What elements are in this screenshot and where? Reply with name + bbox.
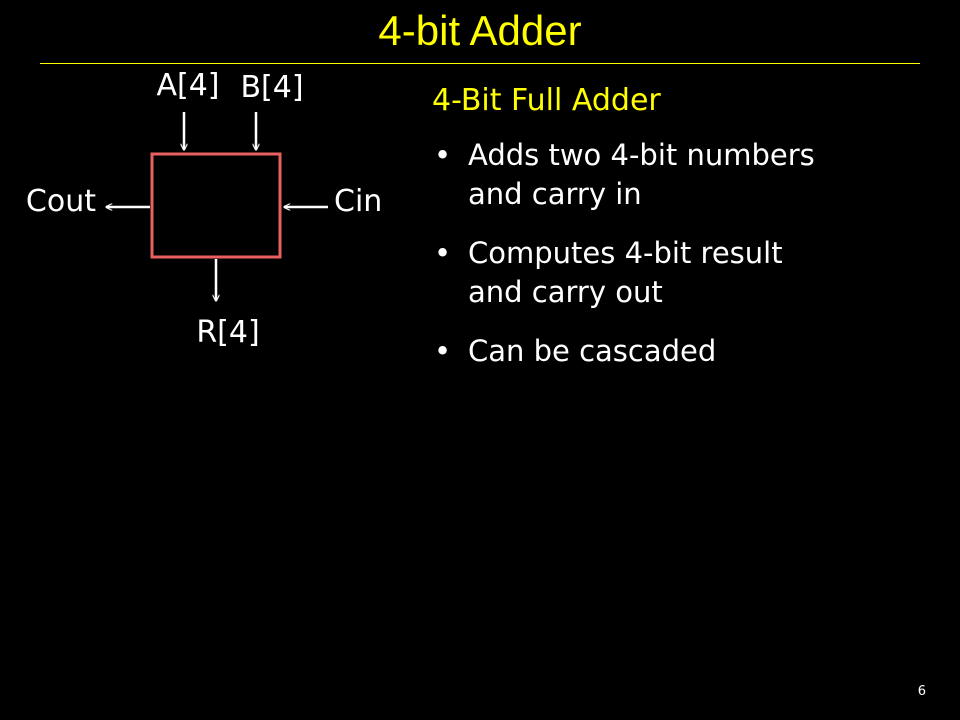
bullet-list: Adds two 4-bit numbers and carry in Comp… <box>432 136 932 371</box>
bullet-item: Computes 4-bit result and carry out <box>432 234 932 312</box>
page-number: 6 <box>917 684 926 699</box>
bullet-line: Computes 4-bit result <box>468 236 783 270</box>
bullet-item: Can be cascaded <box>432 332 932 371</box>
input-b-label: B[4] <box>240 70 303 105</box>
content-panel: 4-Bit Full Adder Adds two 4-bit numbers … <box>432 80 932 391</box>
carry-in-label: Cin <box>334 184 382 219</box>
bullet-line: and carry out <box>468 275 663 309</box>
input-a-label: A[4] <box>156 68 219 103</box>
title-underline <box>40 63 920 64</box>
carry-out-label: Cout <box>26 184 96 219</box>
slide-title: 4-bit Adder <box>378 7 582 54</box>
bullet-line: Adds two 4-bit numbers <box>468 138 815 172</box>
bullet-item: Adds two 4-bit numbers and carry in <box>432 136 932 214</box>
content-heading: 4-Bit Full Adder <box>432 83 661 118</box>
adder-box <box>150 152 282 259</box>
bullet-line: and carry in <box>468 177 642 211</box>
result-label: R[4] <box>196 315 259 350</box>
bullet-line: Can be cascaded <box>468 334 717 368</box>
